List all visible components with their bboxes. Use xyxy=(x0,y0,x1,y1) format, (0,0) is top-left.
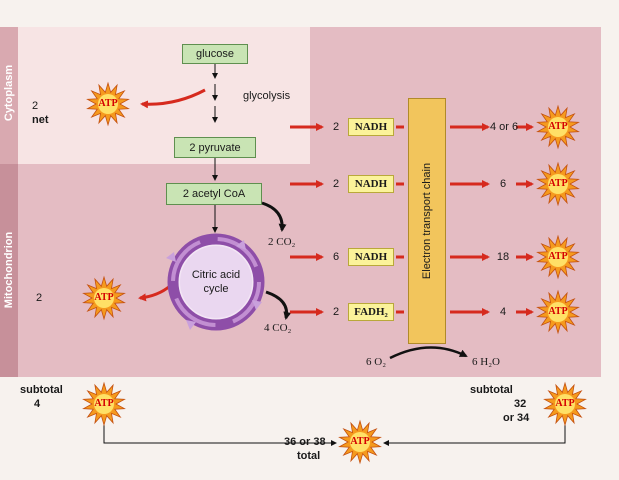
glycolysis-atp-net: net xyxy=(32,114,49,126)
carrier-input-arrows xyxy=(290,123,404,316)
glucose-box: glucose xyxy=(182,44,248,64)
water-label: 6 H₂O xyxy=(472,356,500,368)
fadh2-box: FADH₂ xyxy=(348,303,394,321)
atp-star-core xyxy=(548,302,568,322)
atp-star-core xyxy=(94,394,114,414)
mitochondrion-band xyxy=(0,164,18,377)
oxygen-label: 6 O₂ xyxy=(366,356,387,368)
atp-label: ATP xyxy=(98,98,118,109)
carrier-count: 2 xyxy=(333,178,340,190)
acetyl-coa-box: 2 acetyl CoA xyxy=(166,183,262,205)
pyruvate-box: 2 pyruvate xyxy=(174,137,256,158)
etc-output-arrows xyxy=(450,123,534,316)
atp-label: ATP xyxy=(548,178,568,189)
etc-atp-yield: 4 or 6 xyxy=(490,121,519,133)
atp-star-core xyxy=(548,117,568,137)
cycle-label-line1: Citric acid xyxy=(191,269,241,281)
carrier-count: 6 xyxy=(333,251,340,263)
cycle-label-line2: cycle xyxy=(203,283,229,295)
atp-label: ATP xyxy=(555,398,575,409)
oxygen-water-arrow xyxy=(389,346,468,360)
atp-label: ATP xyxy=(94,398,114,409)
atp-label: ATP xyxy=(94,292,114,303)
etc-label: Electron transport chain xyxy=(421,162,433,280)
co2-top-label: 2 CO₂ xyxy=(268,236,296,248)
total-lines xyxy=(103,424,566,446)
cytoplasm-label: Cytoplasm xyxy=(3,64,15,122)
glycolysis-label: glycolysis xyxy=(243,90,291,102)
carrier-count: 2 xyxy=(333,121,340,133)
citric-acid-cycle-ring xyxy=(166,233,265,331)
co2-arrow-top xyxy=(261,201,287,232)
etc-atp-yield: 6 xyxy=(499,178,507,190)
atp-stars xyxy=(82,81,587,465)
cycle-atp-count: 2 xyxy=(36,292,43,304)
total-label: total xyxy=(297,450,321,462)
co2-bottom-label: 4 CO₂ xyxy=(264,322,292,334)
subtotal-right-value: 32 xyxy=(514,398,527,410)
subtotal-left-label: subtotal xyxy=(20,384,63,396)
mitochondrion-label: Mitochondrion xyxy=(3,231,15,309)
total-value: 36 or 38 xyxy=(284,436,326,448)
atp-star-core xyxy=(555,394,575,414)
atp-star-core xyxy=(548,247,568,267)
carrier-count: 2 xyxy=(333,306,340,318)
atp-label: ATP xyxy=(548,306,568,317)
etc-atp-yield: 18 xyxy=(496,251,510,263)
atp-label: ATP xyxy=(548,121,568,132)
electron-transport-chain: Electron transport chain xyxy=(408,98,446,344)
co2-arrow-bottom xyxy=(265,290,292,320)
nadh-box: NADH xyxy=(348,248,394,266)
atp-star-core xyxy=(548,174,568,194)
glycolysis-atp-arrow xyxy=(140,88,206,109)
nadh-box: NADH xyxy=(348,118,394,136)
atp-star-core xyxy=(98,94,118,114)
subtotal-left-value: 4 xyxy=(34,398,41,410)
cytoplasm-panel xyxy=(18,27,310,164)
atp-label: ATP xyxy=(548,251,568,262)
atp-star-core xyxy=(94,288,114,308)
subtotal-right-value-alt: or 34 xyxy=(503,412,530,424)
nadh-box: NADH xyxy=(348,175,394,193)
subtotal-right-label: subtotal xyxy=(470,384,513,396)
cytoplasm-band xyxy=(0,27,18,164)
etc-atp-yield: 4 xyxy=(499,306,507,318)
glycolysis-atp-count: 2 xyxy=(32,100,39,112)
atp-star-core xyxy=(350,432,370,452)
atp-label: ATP xyxy=(350,436,370,447)
